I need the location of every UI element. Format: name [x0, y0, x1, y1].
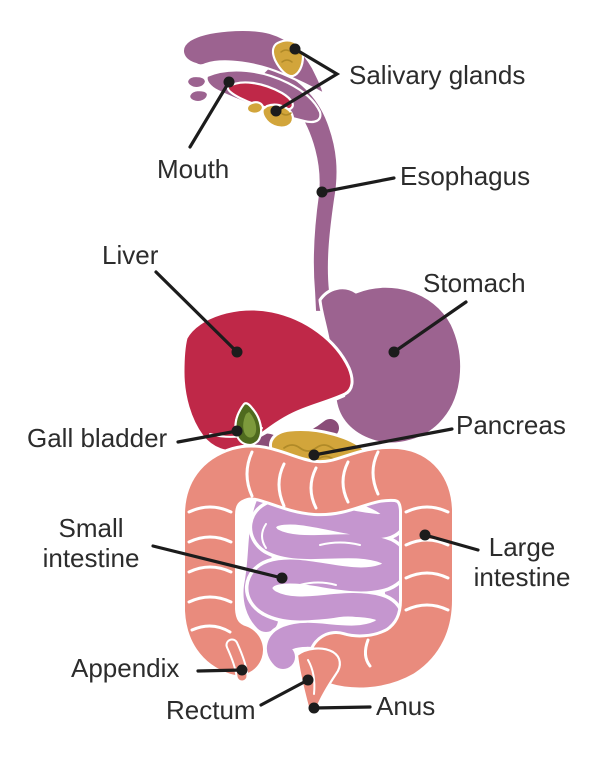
rectum-leader-line	[259, 678, 310, 707]
large-intestine-leader-line	[423, 533, 480, 552]
anus-pointer-dot	[308, 702, 320, 714]
label-salivary-glands: Salivary glands	[349, 60, 526, 90]
salivary-glands-leader-line	[274, 47, 341, 113]
stomach-leader-line	[392, 300, 468, 354]
label-pancreas: Pancreas	[456, 410, 566, 440]
gall-bladder-shape	[234, 402, 263, 446]
label-stomach: Stomach	[423, 268, 526, 298]
rectum-pointer-dot	[302, 674, 314, 686]
lips-shape	[186, 74, 208, 90]
label-small-intestine: Small intestine	[42, 513, 140, 573]
gall-bladder-pointer-dot	[231, 425, 243, 437]
label-liver: Liver	[102, 240, 159, 270]
appendix-leader-line	[196, 668, 244, 673]
appendix-pointer-dot	[236, 664, 248, 676]
anus-leader-line	[312, 705, 372, 710]
mouth-pointer-dot	[223, 76, 235, 88]
label-anus: Anus	[376, 691, 436, 721]
liver-pointer-dot	[231, 346, 243, 358]
large-intestine-shape	[182, 444, 455, 691]
small-intestine-leader-line	[151, 544, 284, 580]
gall-bladder-leader-line	[176, 429, 239, 444]
label-esophagus: Esophagus	[400, 161, 531, 191]
large-intestine-haustra-marks	[187, 450, 450, 668]
salivary-glands-pointer-dot	[289, 43, 301, 55]
rectum-shape	[295, 647, 341, 713]
mouth-leader-line	[188, 80, 231, 149]
leader-lines	[151, 43, 480, 714]
tongue-shape	[226, 81, 294, 111]
esophagus-leader-line	[320, 176, 396, 194]
stomach-pointer-dot	[388, 346, 400, 358]
label-gall-bladder: Gall bladder	[27, 423, 168, 453]
liver-leader-line	[154, 270, 239, 354]
esophagus-pointer-dot	[316, 186, 328, 198]
large-intestine-pointer-dot	[419, 529, 431, 541]
label-appendix: Appendix	[71, 653, 180, 683]
label-rectum: Rectum	[166, 695, 256, 725]
small-intestine-pointer-dot	[276, 572, 288, 584]
label-large-intestine: Large intestine	[473, 532, 571, 592]
pancreas-leader-line	[312, 427, 454, 457]
pancreas-pointer-dot	[308, 449, 320, 461]
label-mouth: Mouth	[157, 154, 230, 184]
